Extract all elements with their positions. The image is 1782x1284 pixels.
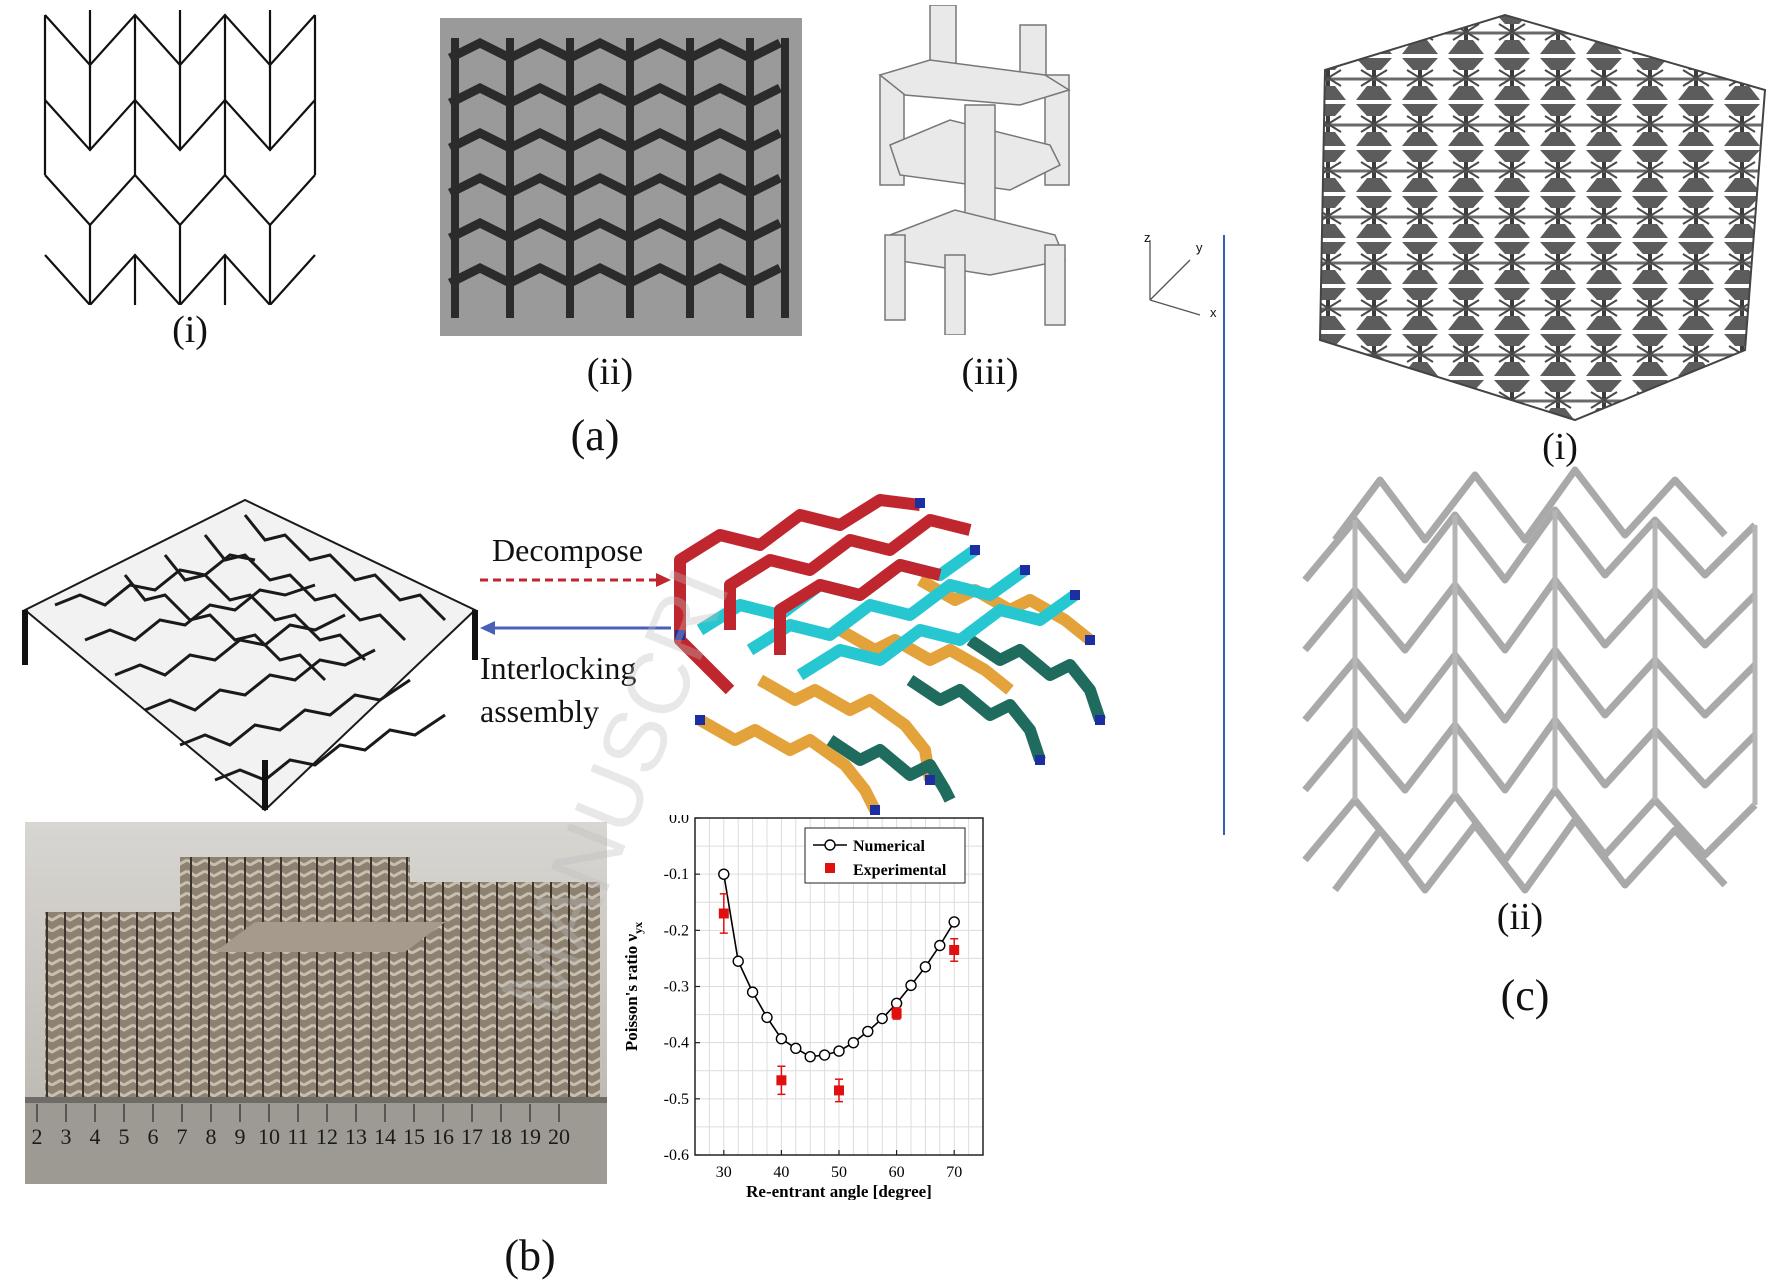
legend-box xyxy=(804,827,966,884)
legend-experimental-label: Experimental xyxy=(853,862,947,879)
gray-3d-lattice-render xyxy=(1302,466,1758,894)
numerical-point xyxy=(890,997,903,1010)
x-tick-label: 60 xyxy=(889,1164,905,1181)
ruler-number: 19 xyxy=(519,1124,541,1149)
numerical-point xyxy=(818,1049,831,1061)
numerical-point xyxy=(919,961,932,973)
legend-numerical-marker xyxy=(824,839,836,851)
ruler-number: 7 xyxy=(177,1124,188,1149)
y-tick-label: -0.2 xyxy=(664,922,689,939)
decompose-label: Decompose xyxy=(492,532,644,568)
numerical-point xyxy=(732,955,744,967)
ruler-number: 10 xyxy=(258,1124,280,1149)
caption-c: (c) xyxy=(1500,971,1550,1020)
x-tick-label: 40 xyxy=(773,1164,789,1181)
ruler-number: 9 xyxy=(235,1124,246,1149)
dark-3d-lattice-render xyxy=(1318,13,1767,422)
interlocking-label: Interlocking xyxy=(480,650,637,686)
ruler-number: 5 xyxy=(119,1124,130,1149)
ruler-number: 15 xyxy=(403,1124,425,1149)
experimental-point xyxy=(891,1008,902,1019)
x-tick-label: 50 xyxy=(831,1164,847,1181)
ruler-number: 17 xyxy=(461,1124,483,1149)
numerical-point xyxy=(862,1025,874,1038)
y-tick-label: -0.5 xyxy=(664,1091,689,1108)
experimental-point xyxy=(776,1075,787,1086)
y-tick-label: -0.1 xyxy=(664,866,689,883)
subcaption-c-ii: (ii) xyxy=(1496,896,1544,938)
ruler-number: 18 xyxy=(490,1124,512,1149)
x-tick-label: 30 xyxy=(716,1164,732,1181)
subcaption-a-i: (i) xyxy=(172,309,208,351)
axis-label-z: z xyxy=(1144,230,1151,245)
ruler-number: 4 xyxy=(90,1124,101,1149)
decomposed-lattice-colored xyxy=(674,494,1106,815)
lattice-block-render xyxy=(440,18,802,336)
numerical-point xyxy=(746,986,759,998)
numerical-point xyxy=(905,979,917,992)
legend-experimental-marker xyxy=(825,863,835,873)
experimental-point xyxy=(834,1085,844,1096)
axis-triad-icon xyxy=(1149,240,1201,316)
x-axis-label: Re-entrant angle [degree] xyxy=(746,1182,932,1200)
numerical-point xyxy=(761,1011,773,1024)
axis-label-x: x xyxy=(1210,305,1217,320)
ruler-number: 8 xyxy=(206,1124,217,1149)
subcaption-a-iii: (iii) xyxy=(961,351,1019,393)
poissons-ratio-chart: 30 40 50 60 70 0.0 -0.1 -0.2 -0.3 -0.4 -0.5 -0.6Re-… xyxy=(615,815,1130,1200)
re-entrant-2d-pattern xyxy=(43,10,317,305)
numerical-point xyxy=(948,916,960,928)
assembly-label: assembly xyxy=(480,693,600,729)
axis-label-y: y xyxy=(1196,240,1203,255)
panel-divider xyxy=(1223,235,1225,835)
interlocking-arrow xyxy=(480,621,671,635)
ruler-number: 13 xyxy=(345,1124,367,1149)
y-tick-label: 0.0 xyxy=(669,815,689,827)
numerical-point xyxy=(804,1051,816,1063)
numerical-point xyxy=(775,1033,788,1045)
decompose-arrow xyxy=(480,573,671,587)
y-tick-label: -0.4 xyxy=(664,1035,689,1052)
ruler-number: 14 xyxy=(374,1124,396,1149)
experimental-point xyxy=(718,908,729,919)
ruler-number: 20 xyxy=(548,1124,570,1149)
caption-a: (a) xyxy=(570,411,620,460)
y-tick-label: -0.3 xyxy=(664,979,689,996)
ruler-number: 12 xyxy=(316,1124,338,1149)
numerical-point xyxy=(833,1045,845,1057)
subcaption-c-i: (i) xyxy=(1542,426,1578,468)
caption-b: (b) xyxy=(504,1231,556,1280)
numerical-point xyxy=(718,868,730,880)
experimental-point xyxy=(949,944,960,955)
unit-cell-render xyxy=(878,5,1071,335)
numerical-point xyxy=(790,1042,802,1054)
numerical-point xyxy=(847,1036,860,1049)
ruler-number: 2 xyxy=(32,1124,43,1149)
ruler-number: 6 xyxy=(148,1124,159,1149)
numerical-point xyxy=(934,939,946,952)
subcaption-a-ii: (ii) xyxy=(586,351,634,393)
legend-numerical-label: Numerical xyxy=(853,838,926,855)
interlocking-lattice-white xyxy=(22,498,478,812)
y-axis-label: Poisson's ratio νyx xyxy=(622,922,645,1051)
numerical-point xyxy=(876,1012,888,1025)
x-tick-label: 70 xyxy=(946,1164,962,1181)
ruler-number: 16 xyxy=(432,1124,454,1149)
ruler-number: 11 xyxy=(287,1124,308,1149)
ruler-number: 3 xyxy=(61,1124,72,1149)
y-axis-label-subscript: yx xyxy=(631,922,645,934)
y-tick-label: -0.6 xyxy=(664,1147,689,1164)
